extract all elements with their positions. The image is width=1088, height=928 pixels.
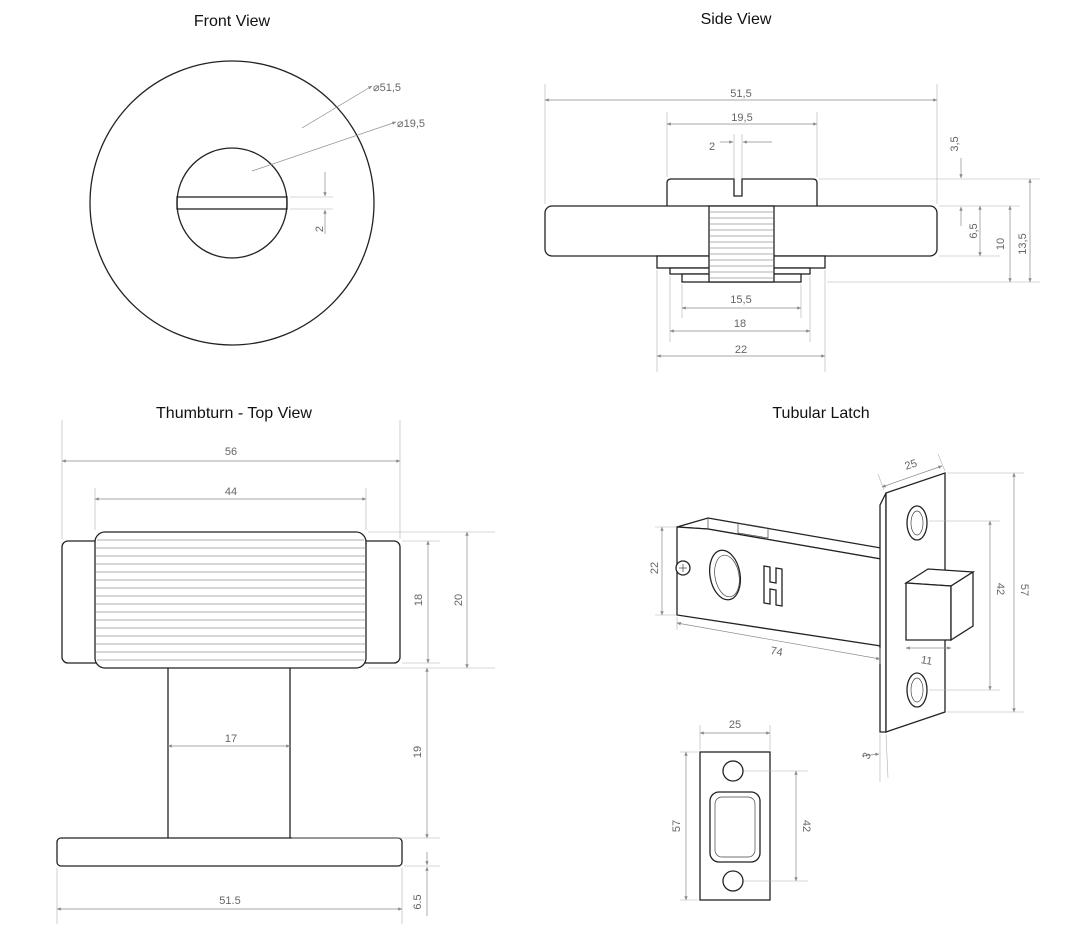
side-slot-width-label: 2 <box>709 141 715 153</box>
latch-bolt-side <box>905 582 952 641</box>
front-view: Front View ⌀51,5 ⌀19,5 2 <box>89 13 425 346</box>
thumbturn-base-width-label: 51.5 <box>219 895 240 907</box>
latch-backset-label: 74 <box>769 645 783 659</box>
latch-front-height-label: 57 <box>671 820 683 832</box>
latch-bolt-front <box>950 570 974 642</box>
side-collar-inner-label: 18 <box>734 318 746 330</box>
side-knob-height-label: 3,5 <box>949 136 961 151</box>
latch-front-plate <box>699 751 771 901</box>
front-slot-width-label: 2 <box>314 226 326 232</box>
latch-faceplate-hole-bottom <box>906 672 928 708</box>
latch-plate-thickness-label: 3 <box>860 751 873 761</box>
side-spindle-label: 15,5 <box>730 294 751 306</box>
latch-faceplate-side <box>879 492 887 733</box>
side-knob-outline <box>666 178 818 206</box>
latch-h-cutout <box>763 565 783 607</box>
latch-bolt-projection-label: 11 <box>920 654 933 668</box>
side-spindle <box>708 205 775 283</box>
side-knob-diameter-label: 19,5 <box>731 112 752 124</box>
latch-view: Tubular Latch 25 22 74 <box>649 405 1030 901</box>
side-rose-plus-knob-label: 10 <box>995 238 1007 250</box>
front-rose-diameter-label: ⌀51,5 <box>373 82 401 94</box>
latch-spindle-hole <box>708 549 742 601</box>
latch-front-width-label: 25 <box>729 719 741 731</box>
thumbturn-grip <box>94 531 367 669</box>
thumbturn-grip-height-label: 20 <box>453 594 465 606</box>
latch-faceplate-width-label: 25 <box>903 458 918 473</box>
side-total-height-label: 13,5 <box>1017 233 1029 254</box>
thumbturn-grip-ribs <box>96 539 365 661</box>
latch-front-hole-bottom <box>722 870 744 892</box>
side-view-title: Side View <box>701 11 772 28</box>
side-rose-diameter-label: 51,5 <box>730 88 751 100</box>
thumbturn-base <box>56 837 403 867</box>
latch-spindle-hole-inner <box>714 554 740 598</box>
front-knob-diameter-label: ⌀19,5 <box>397 118 425 130</box>
thumbturn-grip-width-label: 44 <box>225 486 237 498</box>
thumbturn-grip-inner-height-label: 18 <box>413 594 425 606</box>
thumbturn-base-thickness-label: 6.5 <box>412 894 424 909</box>
latch-hole-spacing-label: 42 <box>994 583 1006 595</box>
thumbturn-stem-height-label: 19 <box>412 746 424 758</box>
latch-front-bolt-slot <box>709 791 761 863</box>
latch-body-height-label: 22 <box>649 562 661 574</box>
latch-faceplate-height-label: 57 <box>1018 584 1030 596</box>
front-view-title: Front View <box>194 13 271 30</box>
thumbturn-view-title: Thumbturn - Top View <box>156 405 312 422</box>
latch-faceplate-hole-top <box>906 505 928 541</box>
front-slot <box>176 196 288 210</box>
thumbturn-stem-width-label: 17 <box>225 733 237 745</box>
latch-front-hole-top <box>722 760 744 782</box>
latch-view-title: Tubular Latch <box>772 405 869 422</box>
side-collar-outer-label: 22 <box>735 344 747 356</box>
latch-body-slot <box>737 522 769 539</box>
side-view: Side View 51,5 19,5 <box>544 11 1040 372</box>
front-rose-outline <box>89 60 375 346</box>
side-rose-thickness-label: 6,5 <box>968 223 980 238</box>
thumbturn-overall-width-label: 56 <box>225 446 237 458</box>
latch-front-hole-spacing-label: 42 <box>800 820 812 832</box>
thumbturn-view: Thumbturn - Top View 56 <box>56 405 495 924</box>
side-spindle-ribs <box>709 211 774 279</box>
